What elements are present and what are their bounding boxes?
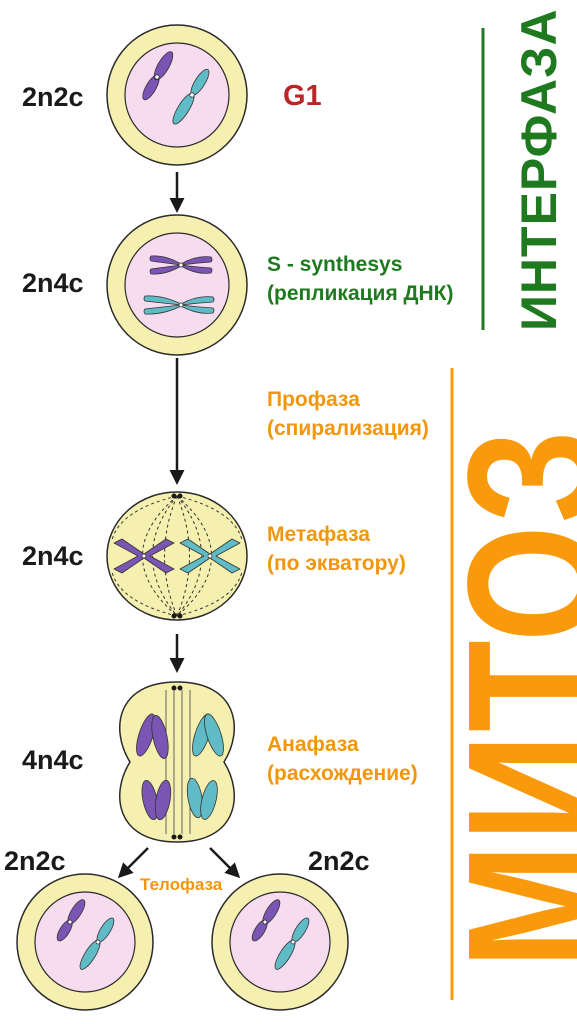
cell-anaphase bbox=[119, 681, 235, 843]
cell-s bbox=[106, 214, 248, 356]
stage-label-anaphase-line1: Анафаза bbox=[267, 733, 359, 756]
ploidy-label-daughter-left: 2n2c bbox=[4, 846, 66, 876]
stage-label-g1: G1 bbox=[283, 80, 322, 112]
stage-label-telophase: Телофаза bbox=[140, 875, 223, 894]
chromatids-upper bbox=[136, 713, 224, 759]
stage-label-s-line2: (репликация ДНК) bbox=[267, 282, 454, 305]
chromosome-teal-x bbox=[179, 538, 241, 574]
chromosome-purple-x bbox=[113, 538, 175, 574]
arrow-anaphase-to-left bbox=[117, 847, 149, 879]
arrow-anaphase-to-right bbox=[209, 847, 241, 879]
stage-label-s-line1: S - synthesys bbox=[267, 253, 403, 276]
stage-label-metaphase-line1: Метафаза bbox=[267, 523, 371, 546]
stage-label-prophase-line2: (спирализация) bbox=[267, 417, 429, 440]
centriole-bottom bbox=[171, 834, 177, 840]
ploidy-label-anaphase: 4n4c bbox=[22, 745, 84, 775]
chromosome-purple bbox=[56, 899, 86, 942]
chromosome-purple bbox=[251, 899, 281, 942]
interphase-title: ИНТЕРФАЗА bbox=[511, 8, 567, 331]
centriole-top bbox=[171, 685, 177, 691]
ploidy-label-metaphase: 2n4c bbox=[22, 541, 84, 571]
stage-label-metaphase: Метафаза (по экватору) bbox=[267, 520, 406, 578]
centriole-top bbox=[177, 685, 183, 691]
centriole-top bbox=[177, 493, 183, 499]
centriole-top bbox=[171, 493, 177, 499]
chromosome-teal bbox=[274, 917, 310, 970]
cell-metaphase bbox=[106, 491, 248, 621]
centriole-bottom bbox=[177, 834, 183, 840]
centriole-bottom bbox=[171, 613, 177, 619]
chromosome-teal bbox=[79, 917, 115, 970]
mitosis-title: МИТОЗ bbox=[428, 427, 577, 969]
stage-label-anaphase: Анафаза (расхождение) bbox=[267, 730, 418, 788]
chromatids-lower bbox=[141, 777, 218, 821]
chromosome-purple bbox=[142, 51, 174, 101]
ploidy-label-s: 2n4c bbox=[22, 268, 84, 298]
centriole-bottom bbox=[177, 613, 183, 619]
chromosome-teal bbox=[172, 68, 210, 125]
chromosome-teal-duplicated bbox=[143, 295, 215, 315]
ploidy-label-daughter-right: 2n2c bbox=[308, 846, 370, 876]
cell-daughter-left bbox=[16, 873, 154, 1011]
stage-label-prophase-line1: Профаза bbox=[267, 388, 360, 411]
stage-label-metaphase-line2: (по экватору) bbox=[267, 552, 406, 575]
cell-daughter-right bbox=[211, 873, 349, 1011]
cell-g1 bbox=[106, 24, 248, 166]
spindle-fibers bbox=[111, 495, 243, 617]
stage-label-anaphase-line2: (расхождение) bbox=[267, 762, 418, 785]
chromosome-purple-duplicated bbox=[149, 255, 213, 275]
stage-label-prophase: Профаза (спирализация) bbox=[267, 385, 429, 443]
stage-label-s: S - synthesys (репликация ДНК) bbox=[267, 250, 453, 308]
ploidy-label-g1: 2n2c bbox=[22, 82, 84, 112]
